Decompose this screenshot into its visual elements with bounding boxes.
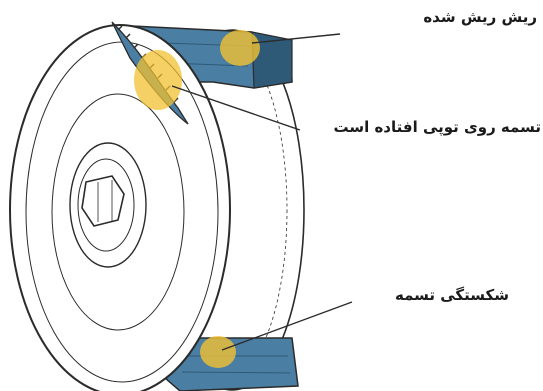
label-frayed-belt: ریش ریش شده	[423, 10, 537, 25]
label-belt-bottomed-on-hub: تسمه روی توپی افتاده است	[333, 120, 541, 135]
highlight-bottomed	[134, 50, 182, 110]
highlight-frayed	[220, 30, 260, 66]
label-broken-belt: شکستگی تسمه	[395, 288, 509, 303]
highlight-broken	[200, 336, 236, 368]
hub-bolt	[82, 176, 124, 226]
